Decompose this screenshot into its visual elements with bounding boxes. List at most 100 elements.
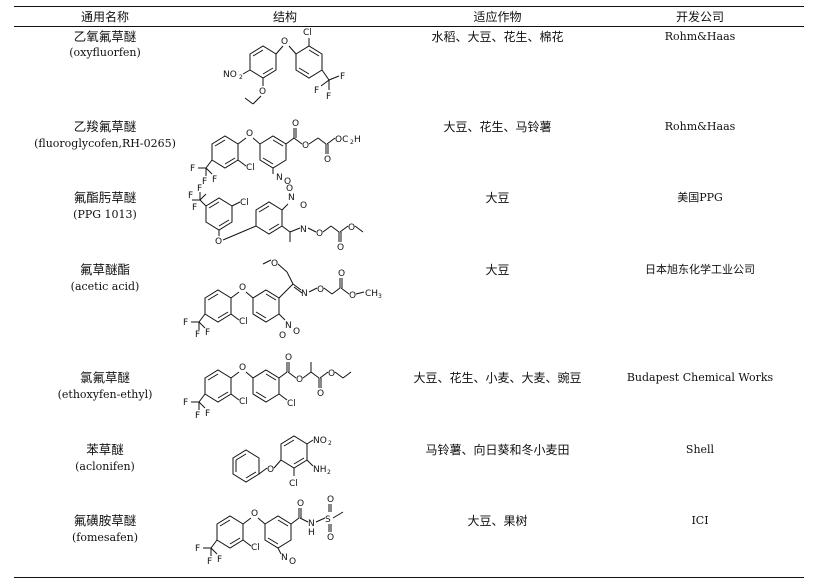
atom-chlorine: Cl — [251, 543, 260, 553]
atom-fluorine: F — [197, 184, 202, 194]
svg-text:3: 3 — [378, 293, 382, 300]
svg-text:2: 2 — [350, 139, 354, 146]
table-header-rule — [14, 26, 804, 27]
atom-oxygen: O — [215, 237, 222, 247]
atom-fluorine: F — [340, 72, 345, 82]
atom-oxygen: O — [317, 389, 324, 399]
company: Shell — [685, 443, 715, 456]
structure-fomesafen: F F F Cl O O N H S O O N O — [195, 495, 344, 567]
atom-oxygen: O — [293, 327, 300, 337]
atom-fluorine: F — [195, 544, 200, 554]
crops: 大豆、花生、小麦、大麦、豌豆 — [413, 371, 582, 385]
atom-oxygen: O — [289, 557, 296, 567]
methyl-group: CH — [365, 289, 378, 299]
atom-fluorine: F — [202, 177, 207, 187]
atom-fluorine: F — [207, 557, 212, 567]
atom-nitrogen: N — [301, 289, 308, 299]
header-structure: 结构 — [272, 10, 297, 24]
svg-text:H: H — [354, 135, 361, 145]
atom-oxygen: O — [239, 363, 246, 373]
header-company: 开发公司 — [675, 10, 724, 24]
atom-oxygen: O — [327, 533, 334, 543]
atom-fluorine: F — [314, 86, 319, 96]
common-name-en: (fluoroglycofen,RH-0265) — [34, 137, 176, 150]
common-name-cn: 乙氧氟草醚 — [73, 29, 137, 44]
atom-oxygen: O — [251, 509, 258, 519]
table-bottom-rule — [14, 577, 804, 579]
atom-oxygen: O — [286, 184, 293, 194]
atom-oxygen: O — [316, 229, 323, 239]
crops: 马铃薯、向日葵和冬小麦田 — [425, 443, 570, 457]
atom-oxygen: O — [337, 243, 344, 253]
crops: 大豆、花生、马铃薯 — [443, 120, 552, 134]
common-name-en: (aclonifen) — [75, 460, 135, 473]
svg-text:2: 2 — [239, 74, 243, 81]
company: 美国PPG — [677, 191, 723, 204]
atom-oxygen: O — [259, 87, 266, 97]
structure-fluoroglycofen: F F F Cl O O O O OC 2 H N O — [190, 119, 361, 187]
crops: 大豆 — [485, 263, 510, 277]
atom-nitro: NO — [313, 436, 327, 446]
atom-oxygen: O — [284, 177, 291, 187]
structure-acetic-acid: O F F F Cl O N O O O CH 3 N O O — [183, 259, 382, 341]
company: Rohm&Haas — [664, 120, 736, 133]
atom-fluorine: F — [212, 175, 217, 185]
structure-aclonifen: O NO 2 NH 2 Cl — [232, 435, 332, 489]
common-name-en: (oxyfluorfen) — [69, 46, 141, 59]
svg-text:2: 2 — [327, 469, 331, 476]
common-name-cn: 氯氟草醚 — [79, 370, 130, 385]
atom-chlorine: Cl — [289, 479, 298, 489]
header-common-name: 通用名称 — [80, 10, 129, 24]
atom-amine: NH — [313, 465, 327, 475]
atom-nitro-n: N — [285, 321, 292, 331]
atom-nitro-n: N — [276, 173, 283, 183]
atom-oxygen: O — [296, 375, 303, 385]
atom-chlorine: Cl — [303, 28, 312, 38]
table-top-rule — [14, 6, 804, 8]
structure-ppg1013: F F F Cl O N O O N O O O — [188, 184, 364, 253]
common-name-en: (ethoxyfen-ethyl) — [57, 388, 153, 401]
atom-chlorine: Cl — [239, 397, 248, 407]
atom-nitrogen: N — [300, 225, 307, 235]
atom-fluorine: F — [192, 203, 197, 213]
common-name-en: (acetic acid) — [70, 280, 140, 293]
structure-ethoxyfen-ethyl: F F F Cl O Cl O O O O — [183, 353, 352, 421]
company: Rohm&Haas — [664, 30, 736, 43]
header-crops: 适应作物 — [473, 10, 522, 24]
common-name-en: (PPG 1013) — [73, 208, 137, 221]
atom-oxygen: O — [349, 291, 356, 301]
atom-fluorine: F — [190, 164, 195, 174]
atom-oxygen: O — [324, 155, 331, 165]
atom-oxygen: O — [338, 269, 345, 279]
atom-fluorine: F — [195, 330, 200, 340]
atom-oxygen: O — [239, 283, 246, 293]
common-name-cn: 乙羧氟草醚 — [73, 119, 137, 134]
common-name-cn: 氟草醚酯 — [79, 262, 130, 277]
atom-fluorine: F — [205, 328, 210, 338]
atom-oxygen: O — [271, 259, 278, 269]
atom-nitro-n: N — [281, 553, 288, 563]
atom-oxygen: O — [348, 223, 355, 233]
atom-chlorine: Cl — [287, 399, 296, 409]
atom-oxygen: O — [281, 37, 288, 47]
atom-fluorine: F — [183, 318, 188, 328]
company: 日本旭东化学工业公司 — [645, 263, 755, 276]
atom-oxygen: O — [279, 331, 286, 341]
atom-fluorine: F — [183, 398, 188, 408]
crops: 大豆、果树 — [467, 514, 528, 528]
structure-oxyfluorfen: O Cl F F F NO 2 O — [223, 28, 345, 105]
atom-nitrogen: N — [308, 519, 315, 529]
atom-oxygen: O — [317, 285, 324, 295]
atom-nitro-n: N — [288, 193, 295, 203]
atom-oxygen: O — [302, 141, 309, 151]
atom-fluorine: F — [326, 92, 331, 102]
atom-fluorine: F — [205, 409, 210, 419]
atom-oxygen: O — [292, 119, 299, 129]
atom-sulfur: S — [325, 515, 331, 525]
atom-oxygen: O — [267, 465, 274, 475]
common-name-cn: 氟磺胺草醚 — [73, 513, 137, 528]
atom-fluorine: F — [217, 555, 222, 565]
atom-oxygen: O — [297, 499, 304, 509]
atom-oxygen: O — [327, 495, 334, 505]
svg-text:2: 2 — [328, 440, 332, 447]
